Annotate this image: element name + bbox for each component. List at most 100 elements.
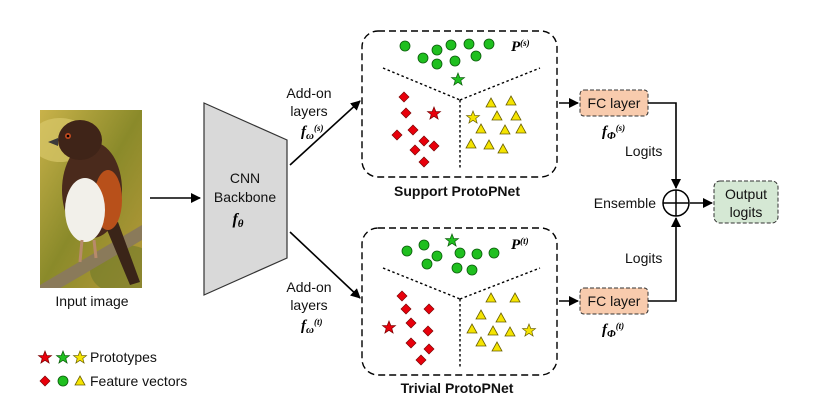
red-feature-vector <box>418 135 430 147</box>
support-yellow-cluster <box>465 95 527 154</box>
trivial-yellow-cluster <box>466 292 521 352</box>
support-protopnet-title: Support ProtoPNet <box>394 183 520 199</box>
support-divider-left <box>382 67 461 101</box>
legend-feature-vectors-label: Feature vectors <box>90 373 187 389</box>
red-feature-vector <box>415 354 427 366</box>
green-feature-vector <box>421 258 433 270</box>
support-red-cluster <box>391 91 440 168</box>
red-prototype-star <box>381 320 397 334</box>
red-feature-vector <box>407 124 419 136</box>
yellow-feature-vector <box>504 326 516 337</box>
yellow-feature-vector <box>483 139 495 150</box>
trivial-divider-left <box>382 267 461 300</box>
legend: Prototypes Feature vectors <box>37 349 187 389</box>
yellow-feature-vector <box>475 123 487 134</box>
red-prototype-star <box>426 106 442 120</box>
yellow-prototype-star <box>465 110 481 124</box>
green-feature-vector <box>418 239 430 251</box>
legend-red-star-icon <box>37 350 53 364</box>
green-feature-vector <box>454 247 466 259</box>
yellow-feature-vector <box>487 325 499 336</box>
yellow-feature-vector <box>495 312 507 323</box>
input-image-caption: Input image <box>55 293 128 309</box>
red-feature-vector <box>396 290 408 302</box>
logits-bottom-label: Logits <box>625 250 662 266</box>
legend-yellow-star-icon <box>72 350 88 364</box>
addon-top-symbol: fω(s) <box>301 123 323 142</box>
backbone-symbol: fθ <box>232 211 243 230</box>
logits-top-label: Logits <box>625 143 662 159</box>
red-feature-vector <box>418 156 430 168</box>
support-p-symbol: P(s) <box>511 38 530 55</box>
addon-bottom-line2: layers <box>290 297 327 313</box>
yellow-feature-vector <box>509 292 521 303</box>
support-divider-right <box>459 67 541 101</box>
addon-bottom-line1: Add-on <box>286 279 331 295</box>
green-feature-vector <box>466 264 478 276</box>
trivial-green-cluster <box>401 239 500 276</box>
green-feature-vector <box>417 52 429 64</box>
green-feature-vector <box>483 38 495 50</box>
trivial-protopnet-title: Trivial ProtoPNet <box>401 380 514 396</box>
red-feature-vector <box>400 303 412 315</box>
output-label-line1: Output <box>725 186 767 202</box>
input-image <box>40 110 142 288</box>
yellow-feature-vector <box>491 341 503 352</box>
yellow-feature-vector <box>475 309 487 320</box>
red-feature-vector <box>405 317 417 329</box>
yellow-prototype-star <box>521 323 537 337</box>
addon-bottom-symbol: fω(t) <box>301 317 322 336</box>
trivial-divider-right <box>459 267 541 300</box>
red-feature-vector <box>428 140 440 152</box>
yellow-feature-vector <box>505 95 517 106</box>
fc-layer-top-label: FC layer <box>588 95 641 111</box>
support-green-cluster <box>399 38 495 70</box>
legend-red-diamond-icon <box>39 375 51 387</box>
fc-bottom-symbol: fΦ(t) <box>602 321 624 340</box>
yellow-feature-vector <box>499 124 511 135</box>
cnn-backbone-block <box>203 102 288 296</box>
green-feature-vector <box>431 44 443 56</box>
yellow-feature-vector <box>475 336 487 347</box>
red-feature-vector <box>405 337 417 349</box>
green-feature-vector <box>431 250 443 262</box>
green-feature-vector <box>449 55 461 67</box>
fc-top-symbol: fΦ(s) <box>602 123 625 142</box>
red-feature-vector <box>423 303 435 315</box>
ensemble-label: Ensemble <box>594 195 656 211</box>
yellow-feature-vector <box>466 323 478 334</box>
arrow-backbone-to-support <box>289 100 361 166</box>
trivial-red-cluster <box>396 290 435 366</box>
yellow-feature-vector <box>491 110 503 121</box>
red-feature-vector <box>398 91 410 103</box>
green-feature-vector <box>471 248 483 260</box>
green-feature-vector <box>470 50 482 62</box>
ensemble-operator <box>662 189 690 217</box>
backbone-label-line1: CNN <box>230 170 260 186</box>
green-feature-vector <box>445 39 457 51</box>
yellow-feature-vector <box>465 138 477 149</box>
red-feature-vector <box>400 107 412 119</box>
output-label-line2: logits <box>730 204 763 220</box>
yellow-feature-vector <box>485 292 497 303</box>
arrow-fc-bottom-to-ensemble <box>648 217 681 302</box>
arrow-backbone-to-trivial <box>289 231 361 299</box>
green-feature-vector <box>488 247 500 259</box>
fc-layer-bottom-label: FC layer <box>588 293 641 309</box>
yellow-feature-vector <box>497 143 509 154</box>
green-prototype-star <box>444 233 460 247</box>
green-prototype-star <box>450 72 466 86</box>
support-protopnet-box <box>361 30 558 178</box>
green-feature-vector <box>401 245 413 257</box>
red-feature-vector <box>409 144 421 156</box>
green-feature-vector <box>463 38 475 50</box>
legend-green-star-icon <box>55 350 71 364</box>
yellow-feature-vector <box>515 123 527 134</box>
trivial-p-symbol: P(t) <box>511 236 529 253</box>
arrow-fc-top-to-ensemble <box>648 102 681 189</box>
yellow-feature-vector <box>485 97 497 108</box>
yellow-feature-vector <box>510 110 522 121</box>
green-feature-vector <box>451 262 463 274</box>
red-feature-vector <box>422 325 434 337</box>
